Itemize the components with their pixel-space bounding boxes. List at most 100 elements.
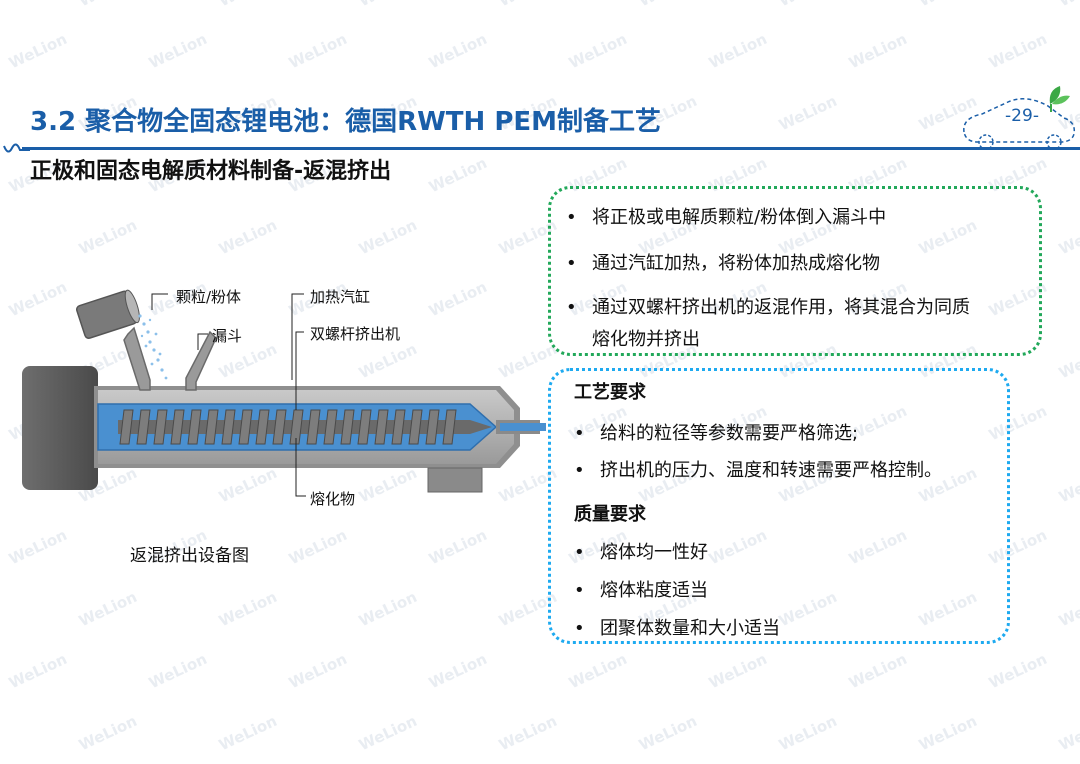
title-underline — [22, 147, 1080, 150]
watermark-text: WeLion — [76, 587, 141, 631]
bullet-icon: • — [574, 542, 585, 563]
screw-flight — [153, 409, 168, 445]
watermark-text: WeLion — [566, 649, 631, 693]
watermark-text: WeLion — [286, 525, 351, 569]
watermark-text: WeLion — [6, 525, 71, 569]
bullet-icon: • — [566, 253, 577, 274]
watermark-text: WeLion — [846, 649, 911, 693]
watermark-text: WeLion — [777, 0, 841, 10]
label-granules: 颗粒/粉体 — [176, 288, 242, 306]
watermark-text: WeLion — [776, 91, 841, 135]
label-heating-barrel: 加热汽缸 — [310, 288, 371, 306]
support-stand — [427, 467, 483, 493]
watermark-text: WeLion — [916, 711, 981, 755]
screw-flight — [340, 409, 355, 445]
diagram-caption: 返混挤出设备图 — [130, 546, 249, 566]
watermark-text: WeLion — [636, 711, 701, 755]
screw-flight — [272, 409, 287, 445]
watermark-text: WeLion — [986, 29, 1051, 73]
requirements-box — [548, 368, 1010, 644]
watermark-text: WeLion — [497, 0, 561, 10]
watermark-text: WeLion — [286, 649, 351, 693]
screw-flight — [238, 409, 253, 445]
watermark-text: WeLion — [1057, 0, 1080, 10]
watermark-text: WeLion — [6, 29, 71, 73]
hopper-left — [123, 326, 151, 391]
screw-flight — [289, 409, 304, 445]
screw-flight — [408, 409, 423, 445]
watermark-text: WeLion — [76, 215, 141, 259]
watermark-text: WeLion — [286, 29, 351, 73]
screw-flight — [323, 409, 338, 445]
watermark-text: WeLion — [1056, 587, 1080, 631]
label-twin-screw: 双螺杆挤出机 — [310, 325, 401, 343]
screw-flight — [221, 409, 236, 445]
process-steps-box — [548, 186, 1042, 356]
watermark-text: WeLion — [637, 0, 701, 10]
watermark-text: WeLion — [146, 649, 211, 693]
watermark-text: WeLion — [76, 711, 141, 755]
bullet-icon: • — [566, 297, 577, 318]
watermark-text: WeLion — [356, 711, 421, 755]
page-subtitle: 正极和固态电解质材料制备-返混挤出 — [30, 159, 392, 184]
watermark-text: WeLion — [846, 29, 911, 73]
motor-block — [22, 366, 98, 490]
screw-flight — [374, 409, 389, 445]
label-melt: 熔化物 — [310, 490, 356, 508]
screw-flight — [136, 409, 151, 445]
watermark-text: WeLion — [566, 29, 631, 73]
screw-flight — [357, 409, 372, 445]
watermark-text: WeLion — [216, 587, 281, 631]
screw-flight — [187, 409, 202, 445]
screw-flight — [119, 409, 134, 445]
page-number: -29- — [1005, 106, 1039, 126]
granule-container — [76, 289, 140, 339]
watermark-text: WeLion — [217, 0, 281, 10]
watermark-text: WeLion — [1056, 711, 1080, 755]
watermark-text: WeLion — [216, 215, 281, 259]
page-title: 3.2 聚合物全固态锂电池：德国RWTH PEM制备工艺 — [30, 107, 662, 137]
screw-flight — [391, 409, 406, 445]
screw-flight — [442, 409, 457, 445]
bullet-icon: • — [574, 580, 585, 601]
watermark-text: WeLion — [357, 0, 421, 10]
watermark-text: WeLion — [146, 29, 211, 73]
watermark-text: WeLion — [1056, 339, 1080, 383]
watermark-text: WeLion — [426, 649, 491, 693]
rule-squiggle-decoration — [3, 143, 30, 153]
watermark-text: WeLion — [1056, 215, 1080, 259]
bullet-icon: • — [574, 423, 585, 444]
watermark-text: WeLion — [706, 649, 771, 693]
watermark-text: WeLion — [706, 29, 771, 73]
screw-flight — [306, 409, 321, 445]
watermark-text: WeLion — [216, 711, 281, 755]
bullet-icon: • — [566, 207, 577, 228]
hopper-right — [185, 330, 217, 391]
process-requirements-heading: 工艺要求 — [574, 382, 646, 403]
car-leaf-logo-icon — [963, 86, 1076, 150]
watermark-text: WeLion — [426, 525, 491, 569]
watermark-text: WeLion — [496, 711, 561, 755]
screw-flight — [425, 409, 440, 445]
quality-requirements-heading: 质量要求 — [574, 504, 646, 525]
label-hopper: 漏斗 — [212, 327, 243, 345]
watermark-text: WeLion — [426, 29, 491, 73]
screw-flight — [170, 409, 185, 445]
watermark-text: WeLion — [6, 649, 71, 693]
bullet-icon: • — [574, 618, 585, 639]
watermark-text: WeLion — [356, 215, 421, 259]
screw-flights — [119, 409, 457, 445]
watermark-text: WeLion — [776, 711, 841, 755]
leader-lines — [151, 293, 306, 497]
screw-flight — [255, 409, 270, 445]
watermark-text: WeLion — [1056, 463, 1080, 507]
falling-granules — [138, 314, 168, 380]
bullet-icon: • — [574, 460, 585, 481]
extruder-diagram — [22, 289, 546, 497]
watermark-text: WeLion — [917, 0, 981, 10]
screw-flight — [204, 409, 219, 445]
watermark-text: WeLion — [426, 153, 491, 197]
watermark-text: WeLion — [986, 649, 1051, 693]
watermark-text: WeLion — [356, 587, 421, 631]
watermark-text: WeLion — [77, 0, 141, 10]
